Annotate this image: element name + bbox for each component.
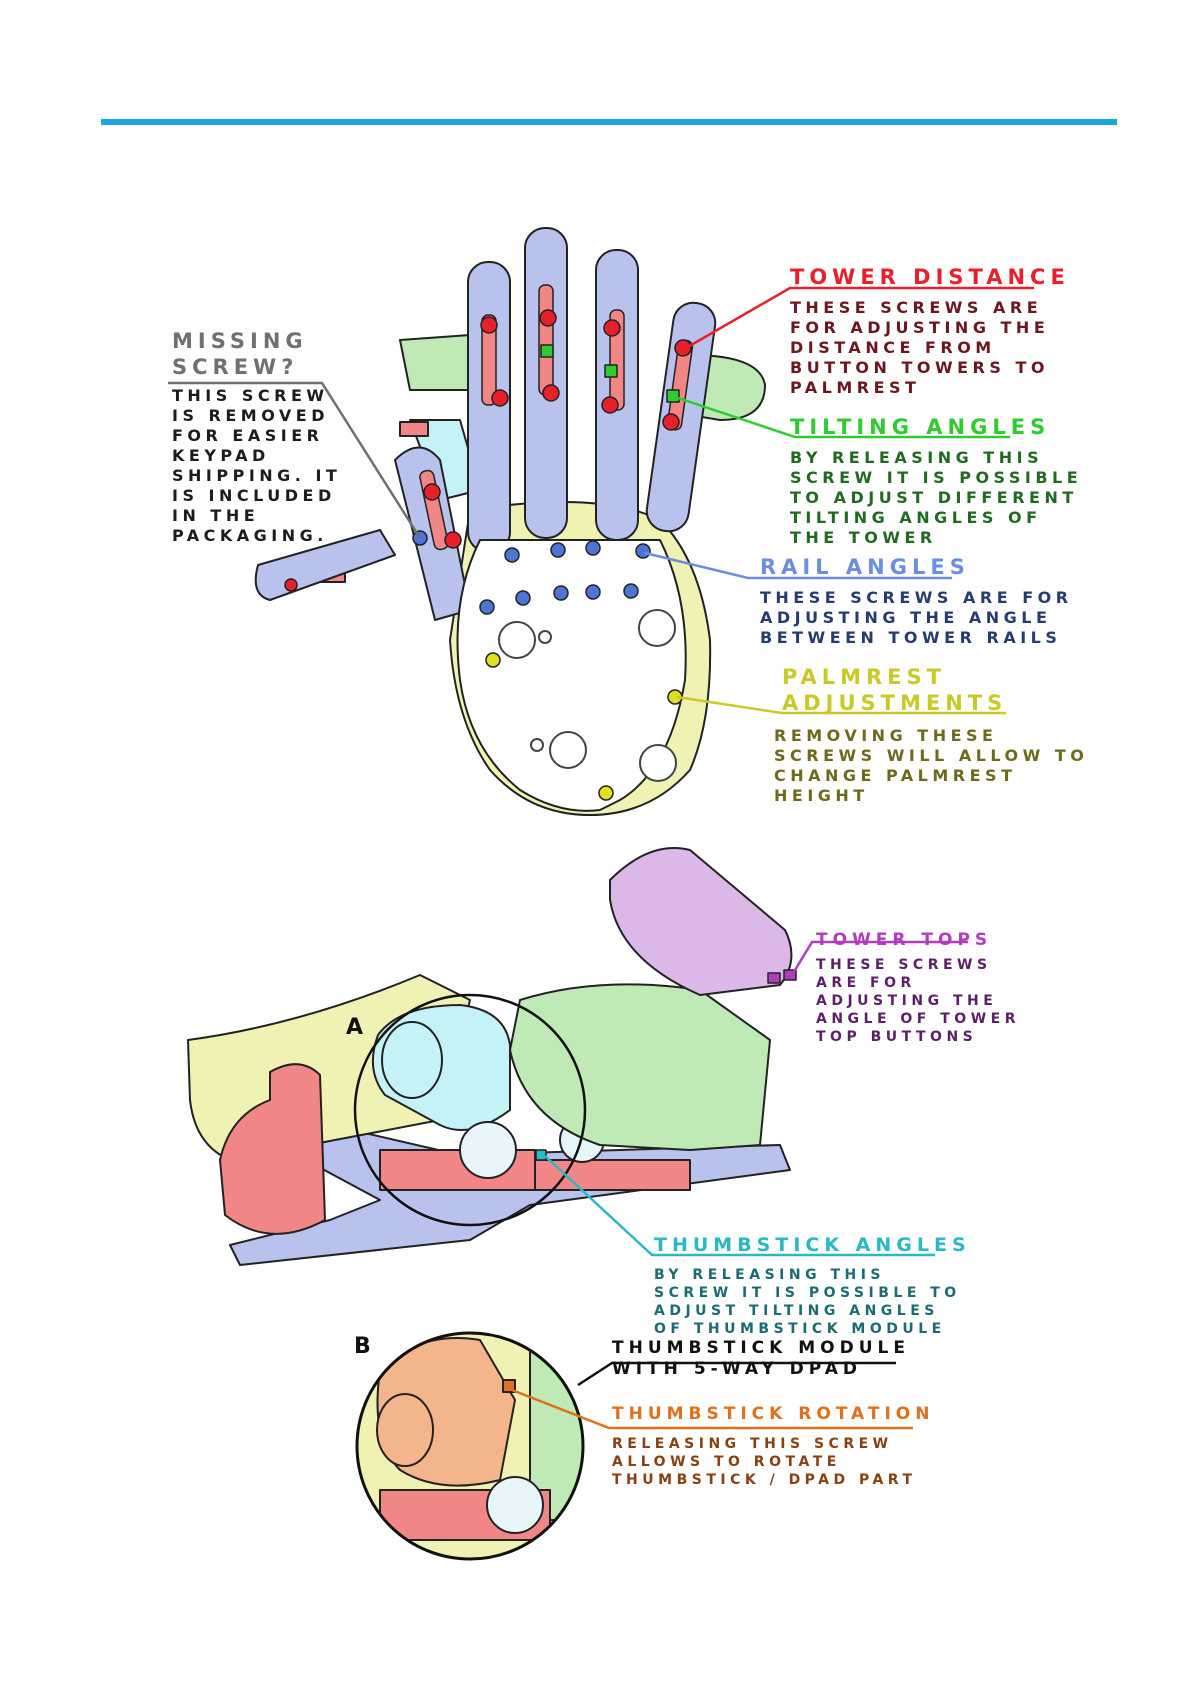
annotation-thumbstick-rotation: THUMBSTICK ROTATION RELEASING THIS SCREW… [612, 1404, 935, 1489]
detail-b-label: B [354, 1334, 371, 1359]
annotation-missing-screw: MISSING SCREW? THIS SCREW IS REMOVED FOR… [172, 328, 341, 546]
detail-a-circle [353, 993, 587, 1227]
leader-missing-screw [168, 381, 422, 539]
header-rule [101, 119, 1117, 125]
missing-screw-title-1: MISSING [172, 329, 308, 353]
leader-palmrest [676, 695, 1006, 715]
leader-tower-distance [685, 286, 1034, 350]
thumbstick-rotation-body: RELEASING THIS SCREW ALLOWS TO ROTATE TH… [612, 1436, 917, 1488]
palmrest-body: REMOVING THESE SCREWS WILL ALLOW TO CHAN… [774, 726, 1089, 805]
tower-tops-body: THESE SCREWS ARE FOR ADJUSTING THE ANGLE… [816, 957, 1020, 1045]
leader-tower-tops [790, 940, 968, 976]
tower-side [509, 983, 771, 1151]
missing-screw-title-2: SCREW? [172, 355, 299, 379]
thumbstick-module-line-1: THUMBSTICK MODULE [612, 1338, 910, 1358]
thumbstick-angles-title: THUMBSTICK ANGLES [654, 1234, 971, 1256]
annotation-tower-distance: TOWER DISTANCE THESE SCREWS ARE FOR ADJU… [790, 264, 1070, 398]
detail-b-letter: B [354, 1334, 371, 1359]
leader-thumbstick-module [577, 1361, 896, 1387]
palmrest-title-1: PALMREST [782, 665, 946, 689]
side-red-rail-2 [534, 1159, 691, 1191]
leader-tilting-angles [671, 394, 1010, 439]
tower-distance-body: THESE SCREWS ARE FOR ADJUSTING THE DISTA… [790, 298, 1050, 397]
detail-b-content [357, 1333, 583, 1559]
leader-thumbstick-rotation [511, 1388, 913, 1430]
annotation-tilting-angles: TILTING ANGLES BY RELEASING THIS SCREW I… [790, 414, 1082, 548]
leader-rail-angles [644, 551, 952, 580]
tower-top-screws [767, 969, 797, 984]
tower-distance-screws [284, 309, 692, 592]
tilting-angles-body: BY RELEASING THIS SCREW IT IS POSSIBLE T… [790, 448, 1083, 547]
thumbstick-angle-screw [535, 1149, 547, 1161]
missing-screw-body: THIS SCREW IS REMOVED FOR EASIER KEYPAD … [172, 386, 342, 545]
annotation-tower-tops: TOWER TOPS THESE SCREWS ARE FOR ADJUSTIN… [816, 930, 1020, 1046]
rail-angles-title: RAIL ANGLES [760, 555, 970, 579]
annotation-thumbstick-angles: THUMBSTICK ANGLES BY RELEASING THIS SCRE… [654, 1232, 971, 1338]
base-plate [456, 539, 687, 812]
annotation-thumbstick-module: THUMBSTICK MODULE WITH 5-WAY DPAD [612, 1338, 910, 1380]
detail-a-label: A [346, 1015, 363, 1040]
annotation-rail-angles: RAIL ANGLES THESE SCREWS ARE FOR ADJUSTI… [760, 554, 1073, 648]
tower-1 [467, 261, 511, 553]
detail-b-circle [355, 1331, 585, 1561]
thumbstick-angles-body: BY RELEASING THIS SCREW IT IS POSSIBLE T… [654, 1267, 961, 1337]
thumbstick-gear [459, 1121, 517, 1179]
thumb-red-top [399, 421, 429, 437]
leader-thumbstick-angles [544, 1155, 935, 1257]
tilting-angles-title: TILTING ANGLES [790, 415, 1051, 439]
annotation-palmrest: PALMREST ADJUSTMENTS REMOVING THESE SCRE… [774, 664, 1088, 806]
tower-distance-title: TOWER DISTANCE [790, 265, 1070, 289]
side-red-pad [219, 1063, 326, 1235]
tower-top-button [609, 847, 793, 996]
thumbstick-module-line-2: WITH 5-WAY DPAD [612, 1359, 862, 1379]
detail-a-letter: A [346, 1015, 364, 1040]
palmrest-screws [485, 652, 683, 801]
rail-angles-body: THESE SCREWS ARE FOR ADJUSTING THE ANGLE… [760, 588, 1073, 647]
thumbstick-knob [381, 1021, 443, 1099]
tower-tops-title: TOWER TOPS [816, 930, 993, 950]
palmrest-title-2: ADJUSTMENTS [782, 691, 1008, 715]
thumbstick-rotation-title: THUMBSTICK ROTATION [612, 1404, 935, 1424]
